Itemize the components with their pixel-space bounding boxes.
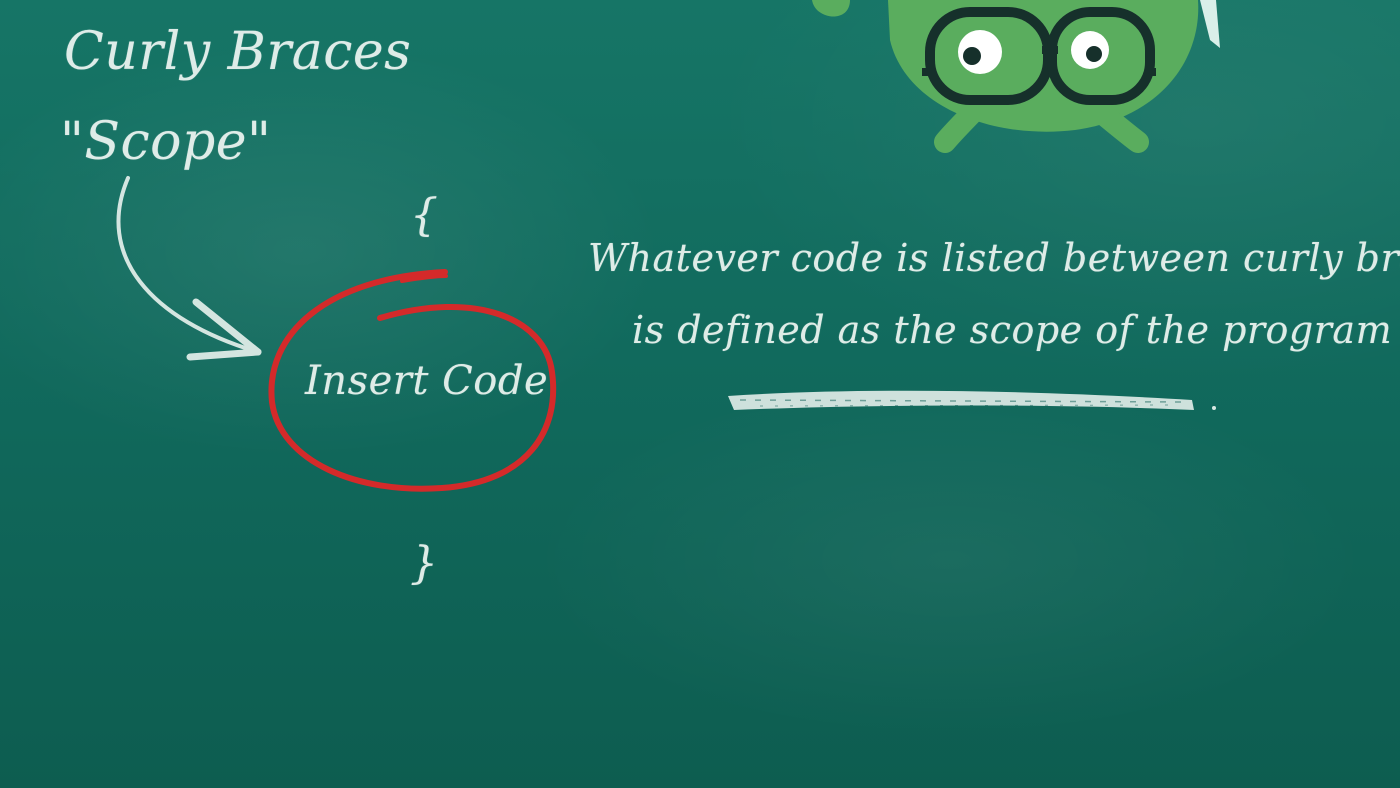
- heading-line-2: "Scope": [60, 112, 272, 172]
- insert-code-label: Insert Code: [305, 358, 549, 404]
- curved-chalk-arrow-icon: [116, 176, 262, 361]
- glasses-icon: [922, 7, 1156, 105]
- open-brace: {: [410, 190, 439, 241]
- eyes-icon: [958, 30, 1109, 74]
- green-creature-with-glasses-icon: [812, 0, 1220, 153]
- close-brace: }: [410, 538, 439, 589]
- heading-line-1: Curly Braces: [64, 22, 412, 82]
- description-line-1: Whatever code is listed between curly br…: [588, 236, 1400, 280]
- red-chalk-circle-icon: [268, 269, 557, 492]
- chalk-underline-stroke: [728, 390, 1216, 410]
- description-line-2: is defined as the scope of the program: [632, 308, 1393, 352]
